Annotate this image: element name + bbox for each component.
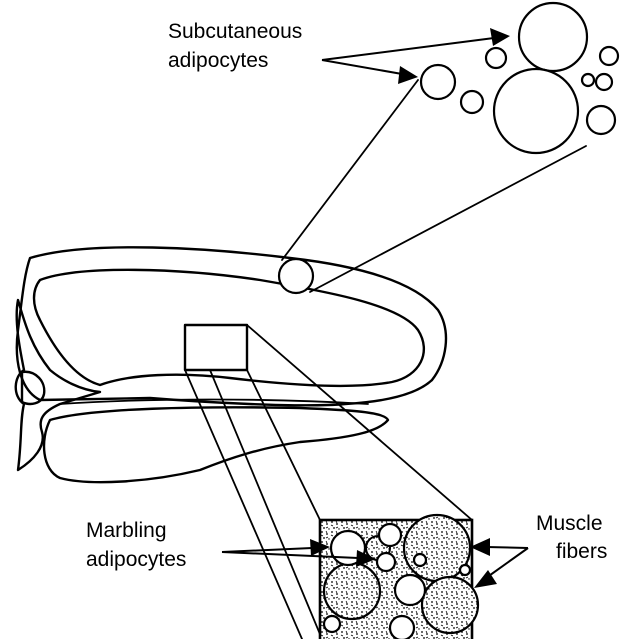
side-fat-strip: [16, 300, 100, 470]
subcutaneous-arrows: [322, 28, 510, 84]
adipocyte-cell: [486, 48, 506, 68]
marbling-label: Marbling adipocytes: [86, 519, 186, 571]
muscle-fiber: [324, 563, 380, 619]
muscle-fiber: [422, 577, 478, 633]
adipocyte-cell: [421, 65, 455, 99]
muscle-fibers-label: Muscle fibers: [536, 512, 608, 563]
marbling-adipocyte: [390, 616, 414, 639]
adipocyte-cell: [519, 3, 587, 71]
meat-cut-cross-section: [16, 247, 446, 482]
adipocyte-cell: [582, 74, 594, 86]
adipocyte-cell: [600, 47, 618, 65]
marbling-adipocyte: [460, 565, 470, 575]
marbling-adipocyte: [414, 554, 426, 566]
marbling-adipocyte: [395, 575, 425, 605]
adipocyte-cell: [596, 74, 612, 90]
subcutaneous-label: Subcutaneous adipocytes: [168, 20, 308, 72]
adipocyte-cell: [494, 69, 578, 153]
upper-muscle: [34, 270, 424, 386]
subcutaneous-adipocyte-cluster: [421, 3, 618, 153]
lower-muscle: [44, 407, 388, 482]
marbling-zoom-region: [185, 325, 247, 370]
muscle-fiber-arrows: [470, 538, 528, 588]
subcutaneous-adipocyte-origin: [279, 259, 313, 293]
marbling-adipocyte: [324, 616, 340, 632]
marbling-adipocyte: [377, 553, 395, 571]
adipocyte-cell: [587, 106, 615, 134]
adipocyte-cell: [461, 91, 483, 113]
marbling-block: [320, 515, 478, 639]
marbling-adipocyte: [379, 524, 401, 546]
